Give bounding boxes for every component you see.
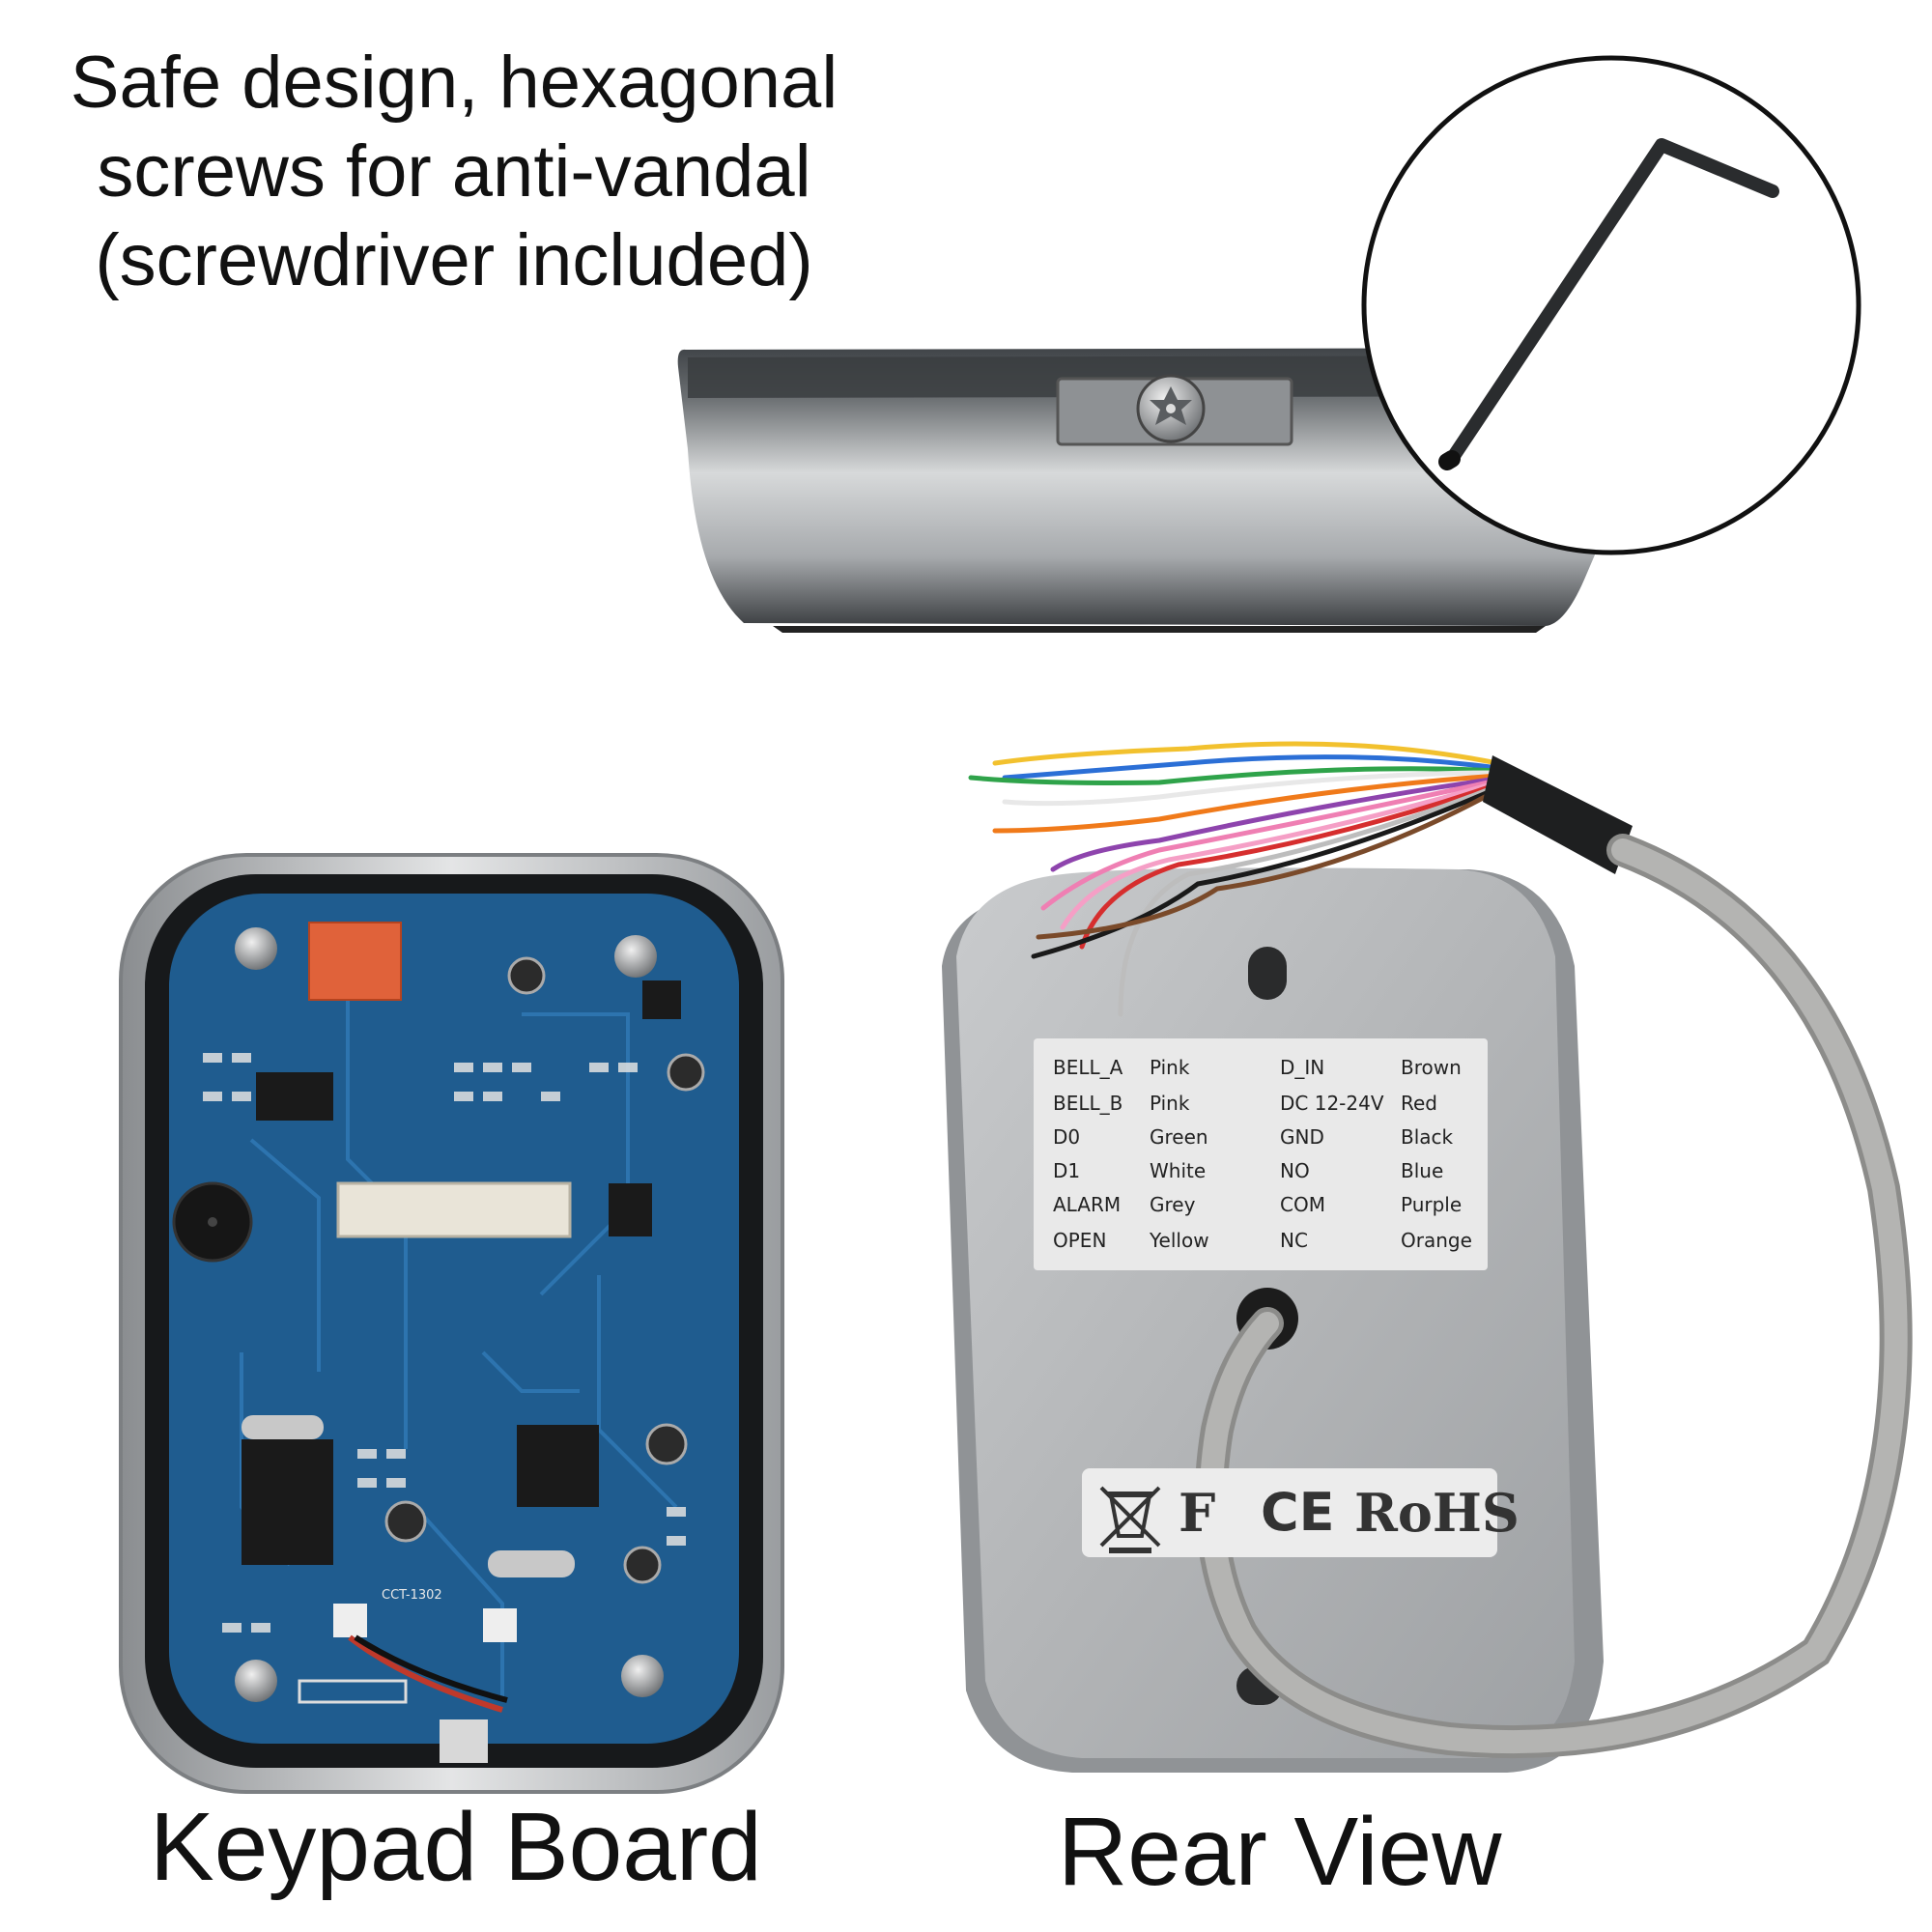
caption-rear-view: Rear View	[1058, 1798, 1502, 1906]
wiring-row: BELL_B Pink DC 12-24V Red	[1034, 1092, 1488, 1126]
ribbon-connector	[336, 1181, 572, 1238]
wire-signal: NO	[1280, 1159, 1310, 1182]
wiring-row: D0 Green GND Black	[1034, 1125, 1488, 1160]
wire-signal: ALARM	[1053, 1193, 1122, 1216]
headline-line-3: (screwdriver included)	[95, 219, 813, 301]
cert-label-bg	[1082, 1468, 1497, 1557]
wire-color: Orange	[1401, 1229, 1472, 1252]
wire-color: Black	[1401, 1125, 1454, 1149]
wire-color: Blue	[1401, 1159, 1444, 1182]
wire-color: Yellow	[1150, 1229, 1209, 1252]
wire-color: Grey	[1150, 1193, 1196, 1216]
rear-view	[942, 741, 1913, 1773]
caption-keypad-board: Keypad Board	[150, 1793, 762, 1901]
microcontroller	[517, 1425, 599, 1507]
wiring-row: OPEN Yellow NC Orange	[1034, 1229, 1488, 1264]
wire-signal: BELL_B	[1053, 1092, 1123, 1115]
wire-signal: NC	[1280, 1229, 1308, 1252]
wire-signal: BELL_A	[1053, 1056, 1123, 1079]
wire-signal: GND	[1280, 1125, 1324, 1149]
keypad-board: CCT-1302	[119, 853, 784, 1794]
headline-line-2: screws for anti-vandal	[97, 130, 811, 213]
wire-color: Pink	[1150, 1056, 1190, 1079]
wire-color: Red	[1401, 1092, 1437, 1115]
screwdriver-inset	[1361, 55, 1861, 555]
wire-signal: D0	[1053, 1125, 1081, 1149]
wire-color: Brown	[1401, 1056, 1462, 1079]
wire-signal: D1	[1053, 1159, 1081, 1182]
headline: Safe design, hexagonal screws for anti-v…	[39, 39, 869, 305]
torx-key-icon	[1438, 138, 1779, 470]
ce-mark: CE	[1261, 1482, 1335, 1543]
board-model-text: CCT-1302	[382, 1588, 442, 1603]
mount-slot-top	[1248, 947, 1287, 1000]
security-screw-icon	[1136, 374, 1206, 443]
heat-shrink	[1483, 755, 1633, 874]
wire-signal: OPEN	[1053, 1229, 1107, 1252]
fcc-mark-partial: F	[1179, 1482, 1216, 1544]
wiring-label-bg	[1034, 1038, 1488, 1270]
rohs-mark: RoHS	[1354, 1482, 1520, 1544]
wire-color: Green	[1150, 1125, 1208, 1149]
wiring-row: ALARM Grey COM Purple	[1034, 1193, 1488, 1228]
wiring-row: BELL_A Pink D_IN Brown	[1034, 1056, 1488, 1091]
wire-signal: DC 12-24V	[1280, 1092, 1384, 1115]
wiring-label: BELL_A Pink D_IN Brown BELL_B Pink DC 12…	[1034, 1038, 1488, 1270]
wire-signal: D_IN	[1280, 1056, 1325, 1079]
mount-screw-icon	[235, 927, 277, 970]
wire-color: White	[1150, 1159, 1207, 1182]
wire-color: Pink	[1150, 1092, 1190, 1115]
wiring-row: D1 White NO Blue	[1034, 1159, 1488, 1194]
cert-label: F CE RoHS	[1082, 1468, 1520, 1557]
wire-signal: COM	[1280, 1193, 1325, 1216]
relay	[308, 922, 402, 1001]
crossed-bin-icon	[1099, 1486, 1161, 1553]
headline-line-1: Safe design, hexagonal	[70, 42, 838, 124]
wire-color: Purple	[1401, 1193, 1463, 1216]
